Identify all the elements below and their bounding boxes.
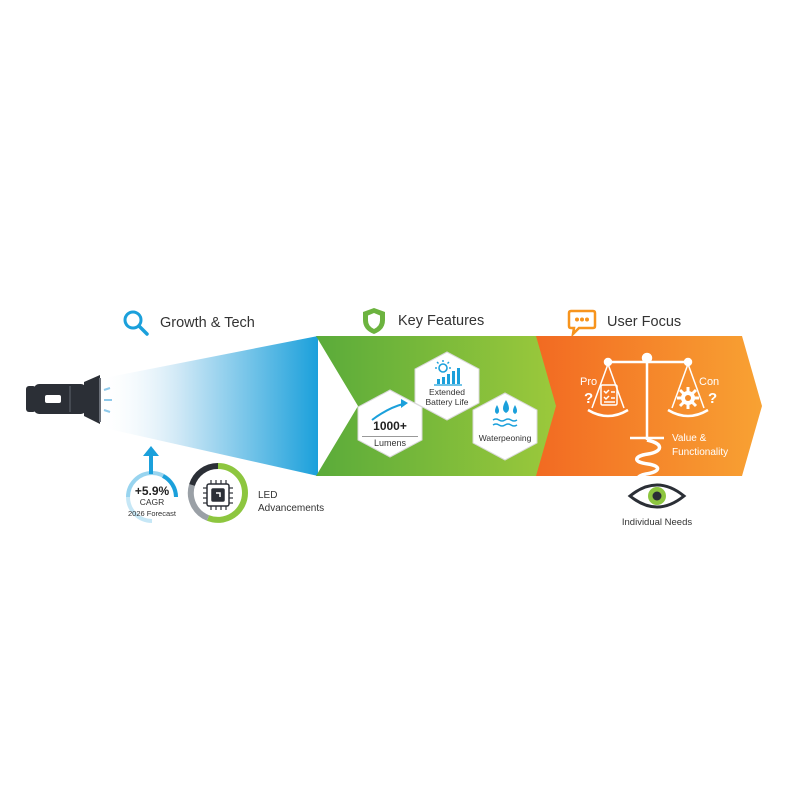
shield-icon [363,308,385,334]
individual-needs-label: Individual Needs [621,517,693,528]
growth-tech-header: Growth & Tech [122,309,255,337]
con-label: Con [699,376,720,388]
forecast-label: 2026 Forecast [128,509,176,518]
sun-bars-icon [434,360,462,386]
gear-icon [677,387,699,409]
lumens-label: Lumens [362,435,418,448]
chat-bubble-icon [567,309,597,336]
question-mark-left: ? [584,390,593,407]
battery-line-2: Battery Life [425,396,469,407]
battery-text: Extended Battery Life [419,387,475,408]
led-line-2: Advancements [258,502,325,514]
value-line-2: Functionality [672,446,729,458]
cagr-label: CAGR [139,496,165,507]
question-mark-right: ? [708,390,717,407]
value-line-1: Value & [672,433,707,444]
user-focus-arrow [536,336,762,476]
value-functionality-text: Value & Functionality [672,432,728,459]
cagr-text: +5.9% CAGR [126,485,178,507]
lumens-text: 1000+ Lumens [362,419,418,448]
balance-scale-icon [587,352,709,486]
checklist-icon [600,384,618,406]
eye-icon [627,483,687,509]
key-features-header: Key Features [360,306,484,336]
led-line-1: LED [258,490,278,501]
led-ring-icon [187,462,248,523]
cagr-ring-icon [126,446,178,523]
user-focus-header: User Focus [567,308,681,336]
battery-line-1: Extended [429,387,465,397]
pro-label: Pro [580,376,598,388]
lumens-value: 1000+ [373,419,407,433]
water-hexagon [472,392,538,461]
growth-tech-title: Growth & Tech [160,315,255,331]
key-features-title: Key Features [398,313,485,329]
user-focus-title: User Focus [607,314,682,330]
led-text: LED Advancements [258,490,324,515]
flashlight-icon [26,375,112,424]
growth-arrow-icon [371,399,408,421]
battery-hexagon [414,351,480,421]
search-icon [123,310,149,336]
light-beam [104,336,318,476]
waterproofing-label: Waterpeoning [478,433,532,443]
cagr-value: +5.9% [134,484,170,498]
waterproofing-text: Waterpeoning [474,433,536,444]
chip-icon [203,480,233,510]
water-drops-icon [492,400,518,427]
